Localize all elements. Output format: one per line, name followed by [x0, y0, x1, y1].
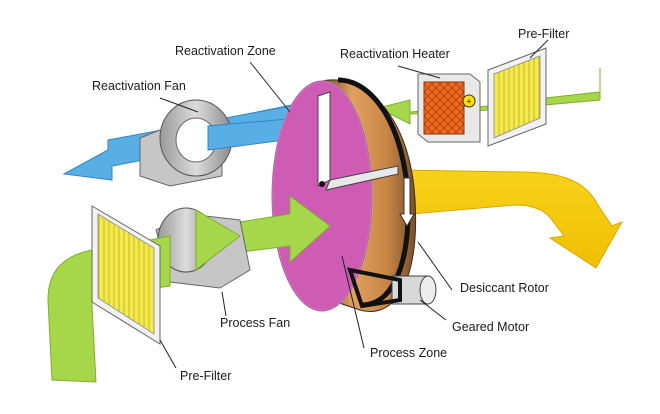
label-pre-filter-bottom: Pre-Filter — [180, 369, 231, 383]
label-geared-motor: Geared Motor — [452, 320, 529, 334]
label-reactivation-fan: Reactivation Fan — [92, 79, 186, 93]
process-air-arrow — [239, 195, 331, 264]
heater-symbol-icon — [462, 94, 476, 108]
pre-filter-bottom — [91, 205, 161, 345]
label-process-zone: Process Zone — [370, 346, 447, 360]
label-reactivation-heater: Reactivation Heater — [340, 47, 450, 61]
reactivation-heater: + — [417, 73, 481, 143]
reactivation-zone-separator — [317, 91, 399, 191]
label-pre-filter-top: Pre-Filter — [518, 27, 569, 41]
geared-motor — [347, 267, 437, 309]
label-reactivation-zone: Reactivation Zone — [175, 44, 276, 58]
reactivation-fan — [139, 99, 301, 187]
dry-air-outlet-arrow — [399, 169, 624, 269]
pre-filter-top — [487, 47, 547, 147]
rotation-direction-arrow — [399, 177, 415, 227]
leader-lines — [159, 39, 549, 369]
process-fan — [155, 207, 251, 289]
svg-text:+: + — [466, 97, 471, 107]
label-process-fan: Process Fan — [220, 316, 290, 330]
label-desiccant-rotor: Desiccant Rotor — [460, 281, 549, 295]
